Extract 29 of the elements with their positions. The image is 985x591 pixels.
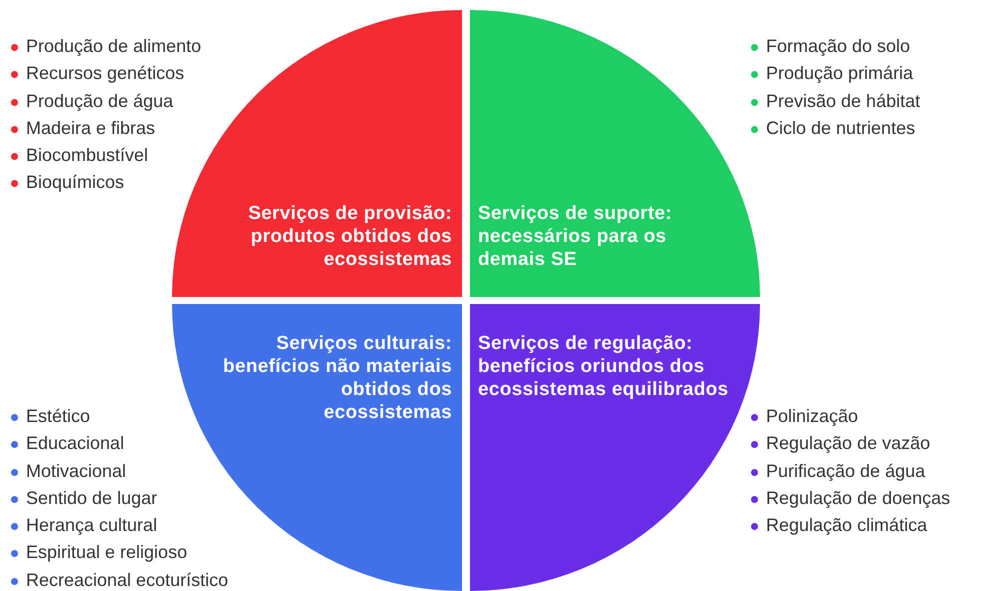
bullet-item: Motivacional xyxy=(10,458,228,485)
bullet-item: Recursos genéticos xyxy=(10,60,202,88)
bullet-item: Formação do solo xyxy=(750,33,920,60)
bullet-item: Espiritual e religioso xyxy=(10,539,228,567)
bullet-item: Biocombustível xyxy=(10,142,202,170)
bullet-item: Previsão de hábitat xyxy=(750,88,920,115)
bullet-item: Regulação climática xyxy=(750,512,950,540)
quadrant-heading: Serviços de provisão: xyxy=(247,202,452,225)
bullet-item: Regulação de vazão xyxy=(750,430,950,458)
quadrant-shape xyxy=(470,304,760,591)
bullet-item: Produção primária xyxy=(750,60,920,88)
bullet-item: Produção de água xyxy=(10,88,202,115)
bullet-item: Educacional xyxy=(10,430,228,458)
quadrant-description: benefícios oriundos dos ecossistemas equilibrados xyxy=(478,355,730,401)
bullet-item: Regulação de doenças xyxy=(750,484,950,512)
bullet-item: Sentido de lugar xyxy=(10,484,228,512)
bullet-item: Produção de alimento xyxy=(10,33,202,60)
quadrant-heading: Serviços de regulação: xyxy=(478,332,694,355)
bullet-item: Purificação de água xyxy=(750,458,950,485)
bullet-item: Ciclo de nutrientes xyxy=(750,114,920,142)
bullet-item: Polinização xyxy=(750,403,950,430)
quadrant-description: necessários para os demais SE xyxy=(478,225,668,271)
quadrant-heading: Serviços culturais: xyxy=(275,332,452,355)
bullet-item: Recreacional ecoturístico xyxy=(10,566,228,591)
bullet-item: Madeira e fibras xyxy=(10,114,202,142)
bullet-item: Herança cultural xyxy=(10,512,228,540)
quadrant-heading: Serviços de suporte: xyxy=(478,202,673,225)
bullet-item: Bioquímicos xyxy=(10,169,202,197)
quadrant-description: produtos obtidos dos ecossistemas xyxy=(250,225,452,271)
